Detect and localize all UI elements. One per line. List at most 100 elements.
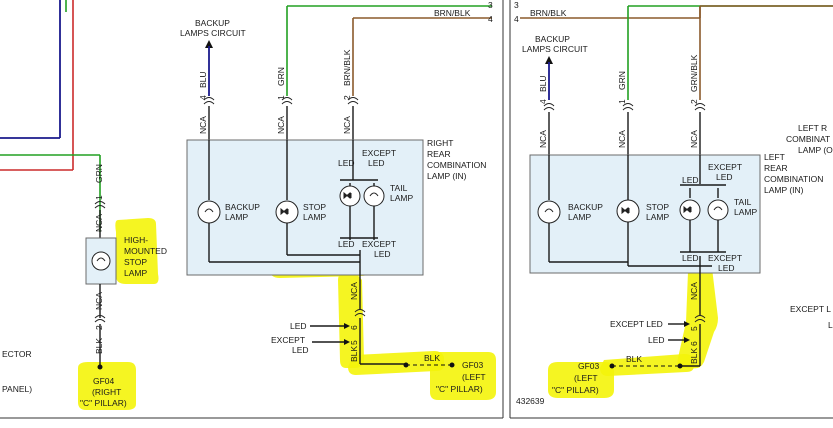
backup-circuit-label-2: LAMPS CIRCUIT: [180, 28, 246, 38]
r-except-led-top-2: LED: [716, 172, 733, 182]
nca-label: NCA: [538, 130, 548, 148]
arrow-right-icon: [684, 321, 690, 327]
led-bottom: LED: [338, 239, 355, 249]
r-gf03-label-3: "C" PILLAR): [552, 385, 599, 395]
nca-label: NCA: [94, 214, 104, 232]
tail-lamp-icon: [363, 185, 385, 207]
pin-brnblk-color: BRN/BLK: [342, 49, 352, 86]
blk-vert: BLK: [349, 346, 359, 362]
pin-blu-num: 4: [198, 95, 208, 100]
connector-icon: [622, 103, 634, 111]
r-gf03-label-2: (LEFT: [574, 373, 598, 383]
gf04-label-2: (RIGHT: [92, 387, 121, 397]
r-backup-lamp-label: BACKUP: [568, 202, 603, 212]
wire-3-label: 3: [488, 0, 493, 10]
except-led-bottom: EXCEPT: [362, 239, 396, 249]
backup-lamp-label: BACKUP: [225, 202, 260, 212]
r-tail-lamp-label: TAIL: [734, 197, 752, 207]
stop-lamp-label: STOP: [303, 202, 326, 212]
r-stop-lamp-label-2: LAMP: [646, 212, 669, 222]
connector-icon: [543, 103, 555, 111]
r-except-led-bottom-2: LED: [718, 263, 735, 273]
connector-icon: [203, 97, 215, 105]
arrow-up-icon: [545, 56, 553, 64]
r-edge-text-3: LAMP (O: [798, 145, 833, 155]
r-except-led-top: EXCEPT: [708, 162, 742, 172]
nca-label: NCA: [349, 282, 359, 300]
r-pin-blu-color: BLU: [538, 75, 548, 92]
r-pin-6: 6: [689, 341, 699, 346]
gf03-label: GF03: [462, 360, 484, 370]
nca-label: NCA: [198, 116, 208, 134]
left-edge-text-2: PANEL): [2, 384, 32, 394]
wire-4-label: 4: [488, 14, 493, 24]
nca-label: NCA: [689, 130, 699, 148]
r-brnblk-label: BRN/BLK: [530, 8, 567, 18]
r-pin-grnblk-color: GRN/BLK: [689, 54, 699, 92]
r-edge-text-5: L: [828, 320, 833, 330]
arrow-right-icon: [684, 337, 690, 343]
nca-label: NCA: [689, 282, 699, 300]
gf04-label-3: "C" PILLAR): [80, 398, 127, 408]
r-tail-lamp-label-2: LAMP: [734, 207, 757, 217]
r-pin-grn-num: 1: [617, 99, 627, 104]
r-except-led-side: EXCEPT LED: [610, 319, 663, 329]
r-edge-text-4: EXCEPT L: [790, 304, 831, 314]
r-backup-circuit-label-2: LAMPS CIRCUIT: [522, 44, 588, 54]
r-blk-vert: BLK: [689, 348, 699, 364]
r-backup-circuit-label: BACKUP: [535, 34, 570, 44]
left-edge-text: ECTOR: [2, 349, 32, 359]
r-except-led-bottom: EXCEPT: [708, 253, 742, 263]
gf03-label-3: "C" PILLAR): [436, 384, 483, 394]
r-lamp-title-3: COMBINATION: [764, 174, 823, 184]
r-pin-blu-num: 4: [538, 99, 548, 104]
r-gf03-label: GF03: [578, 361, 600, 371]
lamp-title-3: COMBINATION: [427, 160, 486, 170]
hmsl-pin-grn: GRN: [94, 164, 104, 183]
hmsl-pin-blk: BLK: [94, 338, 104, 354]
except-led-bottom-2: LED: [374, 249, 391, 259]
lamp-title-2: REAR: [427, 149, 451, 159]
arrow-right-icon: [344, 323, 350, 329]
pin-brnblk-num: 2: [342, 95, 352, 100]
except-led-side: EXCEPT: [271, 335, 305, 345]
led-side-label: LED: [290, 321, 307, 331]
ground-icon: [97, 364, 103, 370]
arrow-right-icon: [344, 339, 350, 345]
connector-icon: [281, 97, 293, 105]
r-backup-lamp-label-2: LAMP: [568, 212, 591, 222]
nca-label: NCA: [94, 292, 104, 310]
gf04-label: GF04: [93, 376, 115, 386]
hmsl-label-2: MOUNTED: [124, 246, 167, 256]
backup-lamp-icon: [197, 200, 221, 224]
pin-grn-color: GRN: [276, 67, 286, 86]
hmsl-lamp-icon: [91, 251, 111, 271]
tail-lamp-label: TAIL: [390, 183, 408, 193]
connector-icon: [694, 315, 706, 323]
connector-icon: [94, 201, 106, 209]
except-led-top-2: LED: [368, 158, 385, 168]
gf03-label-2: (LEFT: [462, 372, 486, 382]
connector-icon: [354, 309, 366, 317]
r-blk-label: BLK: [626, 354, 642, 364]
except-led-top: EXCEPT: [362, 148, 396, 158]
lamp-title-4: LAMP (IN): [427, 171, 467, 181]
r-edge-text-2: COMBINAT: [786, 134, 830, 144]
r-pin-grn-color: GRN: [617, 71, 627, 90]
connector-icon: [694, 103, 706, 111]
lamp-title-1: RIGHT: [427, 138, 453, 148]
blk-label: BLK: [424, 353, 440, 363]
stop-lamp-label-2: LAMP: [303, 212, 326, 222]
figure-number: 432639: [516, 396, 545, 406]
r-lamp-title-2: REAR: [764, 163, 788, 173]
arrow-up-icon: [205, 40, 213, 48]
right-rear-combination-lamp-box: [186, 139, 424, 276]
r-edge-text-1: LEFT R: [798, 123, 827, 133]
nca-label: NCA: [276, 116, 286, 134]
r-pin-grnblk-num: 2: [689, 99, 699, 104]
r-tail-lamp-icon: [707, 199, 729, 221]
r-backup-lamp-icon: [537, 200, 561, 224]
r-wire-3-label: 3: [514, 0, 519, 10]
tail-lamp-label-2: LAMP: [390, 193, 413, 203]
